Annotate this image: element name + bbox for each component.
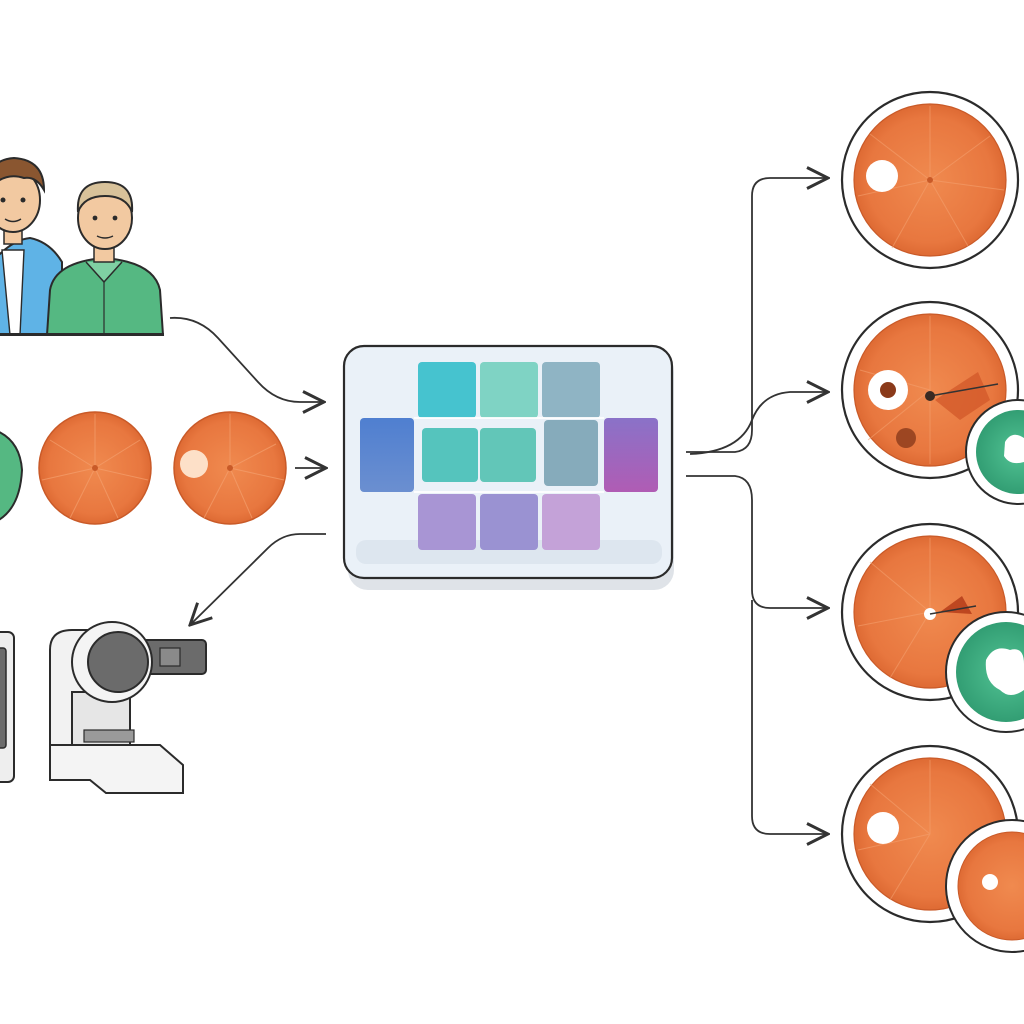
- grid-tile: [480, 362, 538, 418]
- orange-inset-icon: [945, 819, 1024, 953]
- fundus-image-2: [173, 411, 287, 525]
- people-icon: [0, 156, 165, 336]
- grid-tile: [360, 418, 414, 492]
- fundus-camera-icon: [0, 621, 207, 794]
- green-inset-icon: [945, 611, 1024, 733]
- person-2: [45, 180, 165, 336]
- green-partial-fundus: [0, 431, 24, 521]
- healthy-fundus-icon: [840, 90, 1020, 270]
- device-partial: [0, 631, 15, 783]
- person-1: [0, 156, 63, 336]
- arrow-people-to-panel: [169, 316, 324, 402]
- output-arrows: [686, 178, 828, 834]
- grid-tile: [604, 418, 658, 492]
- arrow-panel-to-output-3: [686, 475, 828, 608]
- grid-tile: [542, 362, 600, 418]
- arrow-panel-to-output-1: [686, 178, 828, 453]
- fundus-camera: [49, 621, 207, 794]
- arrow-panel-to-output-2: [689, 392, 828, 455]
- grid-tile: [480, 428, 536, 482]
- grid-tile: [418, 362, 476, 418]
- output-2: [840, 300, 1024, 505]
- input-arrows: [169, 316, 326, 625]
- grid-tile: [542, 494, 600, 550]
- fundus-image-icon: [0, 411, 287, 525]
- green-inset-icon: [965, 399, 1024, 505]
- output-3: [840, 522, 1024, 733]
- arrow-panel-to-device: [190, 533, 326, 625]
- arrow-panel-to-output-4: [751, 600, 828, 834]
- grid-tile: [422, 428, 478, 482]
- output-4: [840, 744, 1024, 953]
- data-grid-panel: [342, 344, 674, 590]
- grid-tile: [480, 494, 538, 550]
- grid-tile: [544, 420, 598, 486]
- grid-tile: [418, 494, 476, 550]
- fundus-image-1: [38, 411, 152, 525]
